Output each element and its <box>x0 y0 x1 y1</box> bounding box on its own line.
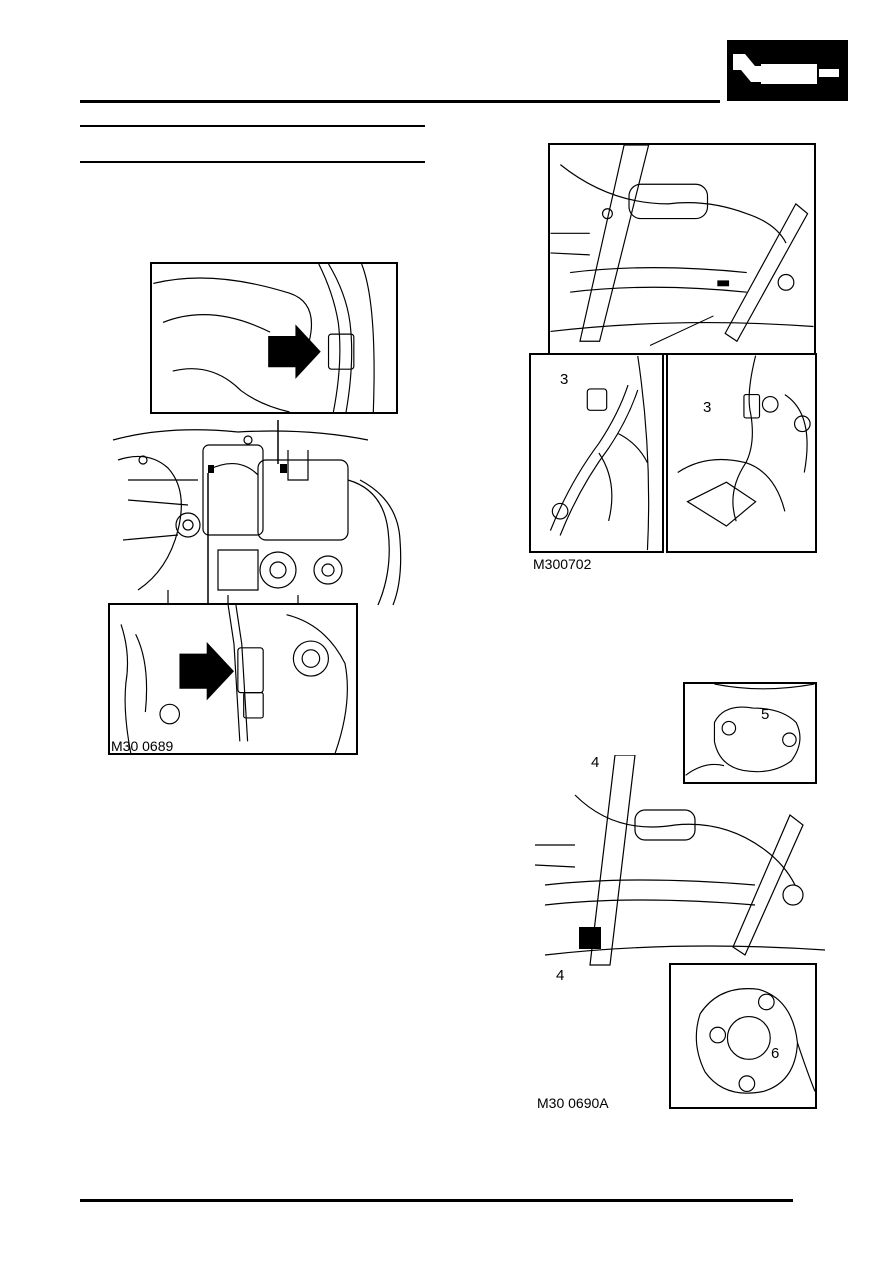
right-top-inset-left <box>529 353 664 553</box>
exhaust-underbody <box>534 754 826 970</box>
right-bottom-inset-bottom <box>669 963 817 1109</box>
footer-rule <box>80 1199 793 1202</box>
arrow-icon <box>268 324 321 379</box>
callout-4-top: 4 <box>591 754 600 771</box>
left-inset-top <box>150 262 398 414</box>
engine-illustration <box>108 420 408 610</box>
title-rule-bottom <box>80 161 425 163</box>
right-top-main <box>548 143 816 355</box>
right-top-inset-right <box>666 353 817 553</box>
callout-4-bottom: 4 <box>556 967 565 984</box>
left-inset-bottom <box>108 603 358 755</box>
callout-3-left: 3 <box>560 371 569 388</box>
figure-code-left: M30 0689 <box>111 738 174 754</box>
callout-3-right: 3 <box>703 399 712 416</box>
section-tab <box>727 40 848 101</box>
header-rule <box>80 100 720 103</box>
right-bottom-inset-top <box>683 682 817 784</box>
exhaust-pipe-icon <box>733 54 839 84</box>
arrow-icon <box>179 642 234 701</box>
title-rule-top <box>80 125 425 127</box>
callout-5: 5 <box>761 706 770 723</box>
callout-6: 6 <box>771 1045 780 1062</box>
figure-code-right-bottom: M30 0690A <box>537 1095 609 1111</box>
figure-code-right-top: M300702 <box>533 556 592 572</box>
